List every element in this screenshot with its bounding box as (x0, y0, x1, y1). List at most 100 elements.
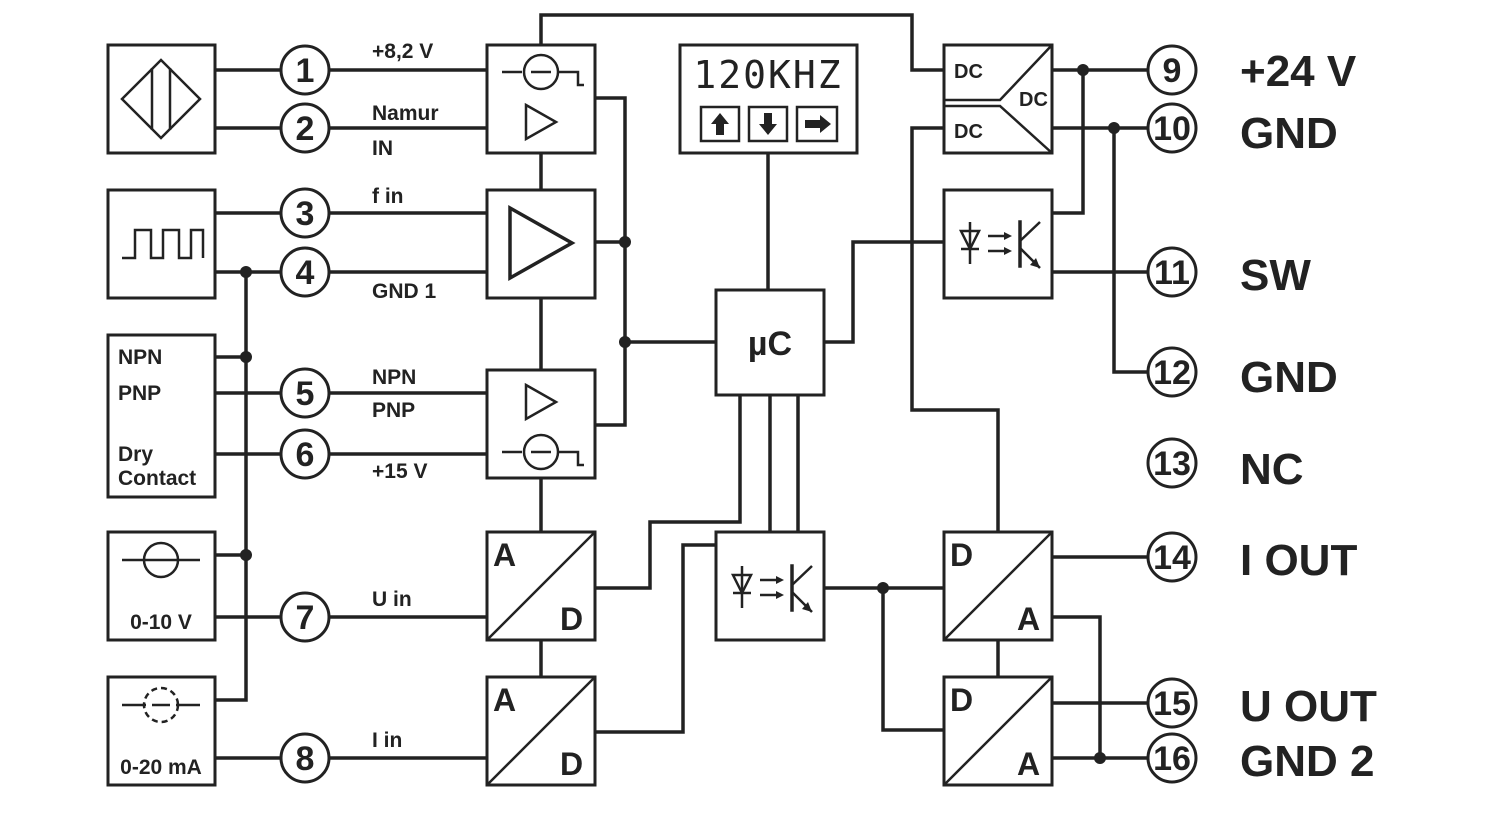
output-terminals: 9 +24 V 10 GND 11 SW 12 GND 13 NC 14 I O… (1146, 44, 1377, 786)
terminal-8-number: 8 (296, 740, 315, 778)
terminal-4-number: 4 (296, 254, 315, 292)
terminal-12-number: 12 (1153, 354, 1191, 392)
terminal-14-number: 14 (1153, 539, 1191, 577)
signal-label-7: U in (372, 588, 412, 611)
arrow-down-icon[interactable] (747, 105, 789, 143)
optocoupler-switch (942, 188, 1054, 300)
optocoupler-icon (958, 220, 1041, 269)
junction-dot (1108, 122, 1120, 134)
terminal-1: 1 (279, 44, 331, 96)
da-label-a: A (1017, 601, 1040, 637)
frequency-source-box (106, 188, 217, 300)
wiring (213, 13, 1150, 760)
display-readout: 120KHZ (693, 53, 842, 97)
terminal-5-number: 5 (296, 375, 315, 413)
terminal-12: 12 GND (1146, 346, 1338, 402)
signal-label-1: +8,2 V (372, 40, 433, 63)
current-source-symbol-icon (502, 53, 584, 91)
signal-label-3: f in (372, 185, 404, 208)
terminal-14: 14 I OUT (1146, 531, 1357, 585)
terminal-9-name: +24 V (1240, 47, 1357, 96)
ad-converter-current: A D (485, 675, 597, 787)
terminal-11: 11 SW (1146, 246, 1311, 300)
ad-label-a: A (493, 537, 516, 573)
signal-label-2b: IN (372, 137, 393, 160)
switch-type-npn: NPN (118, 346, 162, 369)
current-source-icon (122, 686, 200, 724)
terminal-14-name: I OUT (1240, 536, 1357, 585)
voltage-source-icon (122, 541, 200, 579)
terminal-11-number: 11 (1154, 254, 1190, 292)
keypad (699, 105, 839, 143)
terminal-2-number: 2 (296, 110, 315, 148)
dc-output-label-1: DC (1019, 89, 1048, 111)
junction-dot (240, 549, 252, 561)
terminal-3: 3 (279, 187, 331, 239)
switch-type-dry: Dry (118, 443, 153, 466)
pulse-train-icon (122, 228, 205, 260)
switch-type-contact: Contact (118, 467, 196, 490)
junction-dot (877, 582, 889, 594)
signal-label-5b: PNP (372, 399, 415, 422)
da-label-d: D (950, 537, 973, 573)
signal-label-2a: Namur (372, 102, 439, 125)
inductive-sensor-icon (120, 58, 202, 140)
signal-label-5a: NPN (372, 366, 416, 389)
display-panel: 120KHZ (678, 43, 859, 155)
terminal-7: 7 (279, 591, 331, 643)
da-converter-current: D A (942, 530, 1054, 642)
junction-dot (240, 351, 252, 363)
arrow-up-icon[interactable] (699, 105, 741, 143)
terminal-16: 16 GND 2 (1146, 732, 1374, 786)
namur-sensor-box (106, 43, 217, 155)
terminal-10-number: 10 (1153, 110, 1191, 148)
junction-dot (619, 336, 631, 348)
terminal-3-number: 3 (296, 195, 315, 233)
arrow-right-icon[interactable] (795, 105, 839, 143)
terminal-11-name: SW (1240, 251, 1311, 300)
terminal-7-number: 7 (296, 599, 315, 637)
microcontroller-label: µC (748, 325, 792, 363)
terminal-8: 8 (279, 732, 331, 784)
terminal-10: 10 GND (1146, 102, 1338, 158)
current-source-symbol-icon (502, 433, 584, 471)
switch-type-pnp: PNP (118, 382, 161, 405)
terminal-15-name: U OUT (1240, 682, 1377, 731)
terminal-6: 6 (279, 428, 331, 480)
junction-dots (240, 64, 1120, 764)
terminal-16-number: 16 (1153, 740, 1191, 778)
ad-converter-voltage: A D (485, 530, 597, 642)
terminal-1-number: 1 (296, 52, 315, 90)
current-source-box: 0-20 mA (106, 675, 217, 787)
amplifier-icon (524, 382, 559, 422)
terminal-15: 15 U OUT (1146, 677, 1377, 731)
terminal-4: 4 (279, 246, 331, 298)
amplifier-icon (524, 102, 559, 142)
amplifier-icon (508, 205, 576, 281)
junction-dot (619, 236, 631, 248)
ad-label-d: D (560, 601, 583, 637)
namur-input-block (485, 43, 597, 155)
signal-label-8: I in (372, 729, 402, 752)
dc-output-label-2: DC (954, 121, 983, 143)
terminal-13: 13 NC (1146, 437, 1304, 494)
current-source-label: 0-20 mA (120, 756, 202, 779)
terminal-9-number: 9 (1163, 52, 1182, 90)
junction-dot (1094, 752, 1106, 764)
terminal-9: 9 +24 V (1146, 44, 1357, 96)
terminal-6-number: 6 (296, 436, 315, 474)
terminal-13-number: 13 (1153, 445, 1191, 483)
ad-label-a: A (493, 682, 516, 718)
voltage-source-label: 0-10 V (130, 611, 192, 634)
terminal-2: 2 (279, 102, 331, 154)
dc-dc-converter: DC DC DC (942, 43, 1054, 155)
terminal-16-name: GND 2 (1240, 737, 1374, 786)
optocoupler-output (714, 530, 826, 642)
input-signal-labels: +8,2 V Namur IN f in GND 1 NPN PNP +15 V… (372, 40, 439, 752)
da-converter-voltage: D A (942, 675, 1054, 787)
da-label-a: A (1017, 746, 1040, 782)
da-label-d: D (950, 682, 973, 718)
voltage-source-box: 0-10 V (106, 530, 217, 642)
terminal-15-number: 15 (1153, 685, 1191, 723)
